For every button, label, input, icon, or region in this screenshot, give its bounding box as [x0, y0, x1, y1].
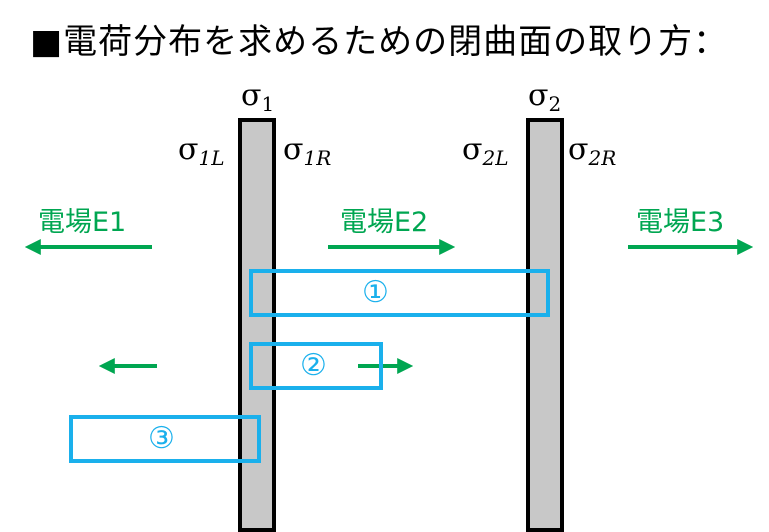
gaussian-surface-3: [69, 415, 261, 463]
surface-label-1: ①: [362, 275, 389, 310]
label-sigma2L: σ2L: [462, 132, 509, 170]
label-sigma1: σ1: [241, 78, 275, 116]
surface-label-3: ③: [148, 421, 175, 456]
label-sigma2R: σ2R: [568, 132, 617, 170]
label-sigma2: σ2: [528, 78, 562, 116]
field-label-e3: 電場E3: [636, 207, 725, 238]
label-sigma1R: σ1R: [283, 132, 332, 170]
plate-sigma1: [238, 118, 276, 532]
surface-label-2: ②: [300, 348, 327, 383]
label-sigma1L: σ1L: [178, 132, 225, 170]
field-label-e2: 電場E2: [340, 207, 429, 238]
gaussian-surface-1: [249, 269, 550, 317]
field-label-e1: 電場E1: [38, 207, 127, 238]
gaussian-surface-2: [249, 342, 383, 390]
page-title: ■電荷分布を求めるための閉曲面の取り方：: [30, 22, 729, 62]
